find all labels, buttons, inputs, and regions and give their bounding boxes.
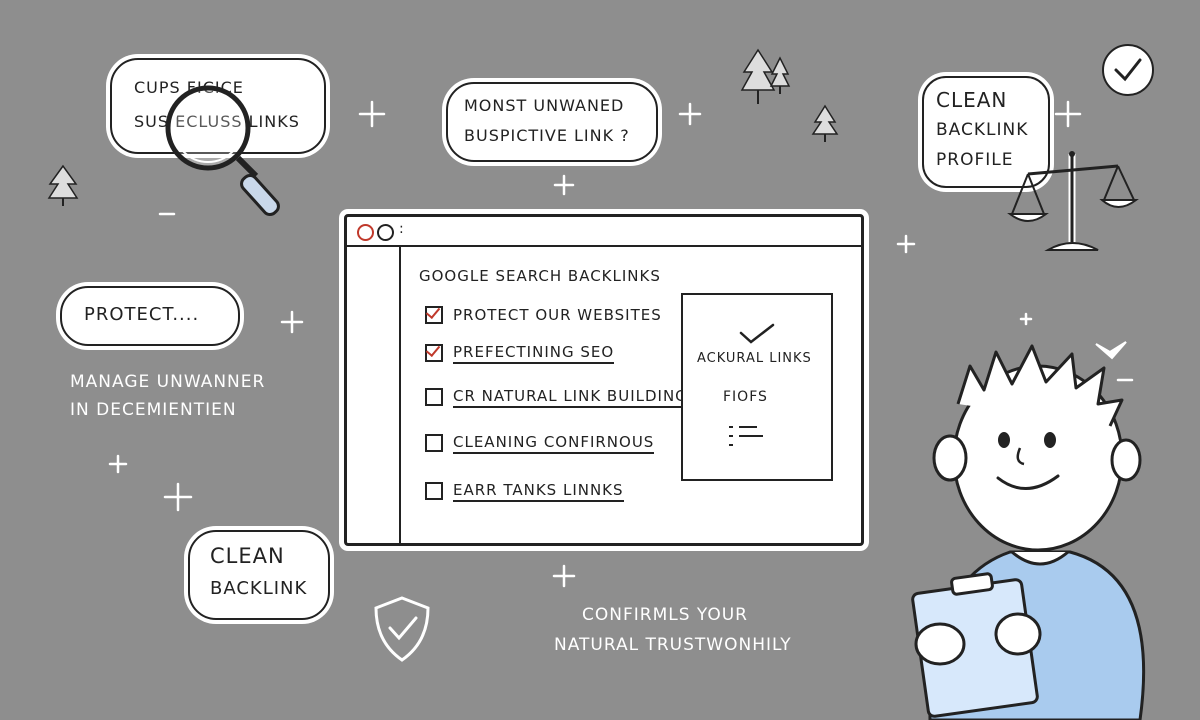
list-icon xyxy=(729,426,763,446)
window-close-dot[interactable] xyxy=(357,224,374,241)
protect-bubble: Protect.... xyxy=(60,286,240,346)
panel-line-2: Fiofs xyxy=(723,389,768,405)
unwanted-line-1: Monst unwaned xyxy=(464,96,625,115)
checkbox-5[interactable] xyxy=(425,482,443,500)
confirms-note: Confirmls your natural trustwonhily xyxy=(554,600,792,660)
checklist-item-4[interactable]: Cleaning confirnous xyxy=(425,431,655,455)
panel-line-1: Ackural links xyxy=(697,351,812,366)
checklist-item-3[interactable]: cr natural link building xyxy=(425,385,688,409)
protect-text: Protect.... xyxy=(84,304,200,325)
magnifier-icon xyxy=(165,85,280,217)
browser-titlebar: : xyxy=(347,217,861,247)
suspicious-links-bubble: Cups ficice sus ecluss links xyxy=(110,58,326,154)
scale-icon xyxy=(1007,151,1139,251)
manage-line-1: Manage unwanner xyxy=(70,372,266,392)
checkbox-2[interactable] xyxy=(425,344,443,362)
window-menu-icon[interactable]: : xyxy=(399,221,404,237)
clean-line-1: Clean xyxy=(210,544,285,568)
pine-trees-icon xyxy=(740,48,791,104)
clean-backlink-bubble: Clean Backlink xyxy=(188,530,330,620)
clean-profile-bubble: Clean Backlink profile xyxy=(922,76,1050,188)
unwanted-link-bubble: Monst unwaned buspictive link ? xyxy=(446,82,658,162)
checklist-label-3: cr natural link building xyxy=(453,387,688,408)
checklist-item-1[interactable]: Protect our websites xyxy=(425,303,662,327)
checklist-label-2: Prefectining SEO xyxy=(453,343,615,364)
shield-check-icon xyxy=(374,596,430,662)
manage-line-2: in decemientien xyxy=(70,400,237,420)
checkmark-badge-icon xyxy=(1102,44,1154,96)
checkbox-3[interactable] xyxy=(425,388,443,406)
window-minimize-dot[interactable] xyxy=(377,224,394,241)
checklist-item-2[interactable]: Prefectining SEO xyxy=(425,341,615,365)
checkbox-1[interactable] xyxy=(425,306,443,324)
hair xyxy=(956,344,1124,427)
confirms-line-2: natural trustwonhily xyxy=(554,635,792,655)
checkbox-4[interactable] xyxy=(425,434,443,452)
checklist-label-5: Earr tanks linnks xyxy=(453,481,624,502)
manage-note: Manage unwanner in decemientien xyxy=(70,368,265,424)
profile-line-2: Backlink xyxy=(936,120,1029,140)
unwanted-line-2: buspictive link ? xyxy=(464,126,630,145)
checklist-label-4: Cleaning confirnous xyxy=(453,433,655,454)
backlinks-side-panel: Ackural links Fiofs xyxy=(681,293,833,481)
browser-window: : Google search backlinks Protect our we… xyxy=(344,214,864,546)
checkmark-icon xyxy=(739,323,775,344)
person-illustration xyxy=(911,344,1146,720)
clean-line-2: Backlink xyxy=(210,578,308,599)
checklist-label-1: Protect our websites xyxy=(453,306,662,324)
checklist-item-5[interactable]: Earr tanks linnks xyxy=(425,479,624,503)
pine-tree-small-icon xyxy=(811,104,839,142)
confirms-line-1: Confirmls your xyxy=(582,605,748,625)
profile-line-3: profile xyxy=(936,150,1014,170)
profile-line-1: Clean xyxy=(936,88,1008,112)
suspicious-line-1: Cups ficice xyxy=(134,78,244,97)
browser-sidebar xyxy=(399,245,401,543)
pine-tree-icon xyxy=(47,164,79,206)
browser-heading: Google search backlinks xyxy=(419,267,661,285)
